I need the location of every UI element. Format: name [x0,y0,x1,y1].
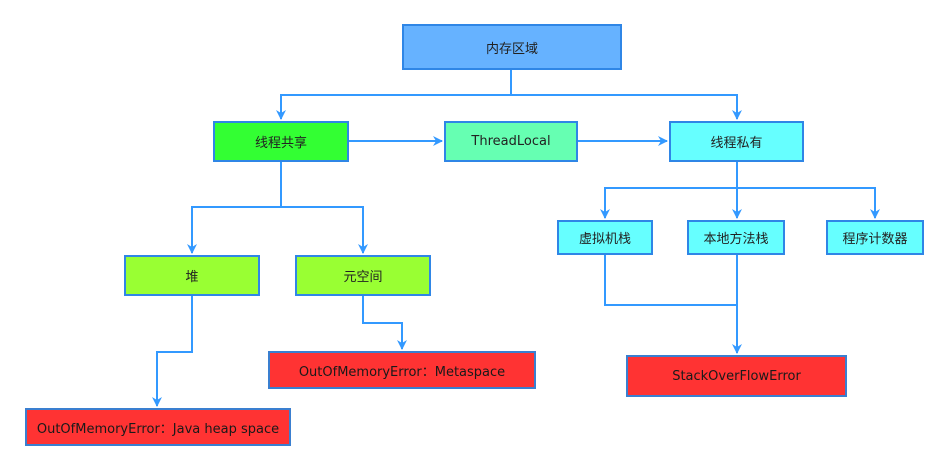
oom-heap-space-node: OutOfMemoryError：Java heap space [25,408,291,446]
stack-overflow-error-label: StackOverFlowError [672,368,801,384]
program-counter-node: 程序计数器 [826,220,924,255]
metaspace-node: 元空间 [295,255,431,296]
thread-private-node: 线程私有 [669,121,804,162]
native-method-stack-node: 本地方法栈 [687,220,785,255]
edge-root-to-shared [276,70,512,120]
program-counter-label: 程序计数器 [842,232,908,247]
stack-overflow-error-node: StackOverFlowError [626,355,847,397]
memory-area-node: 内存区域 [402,24,622,70]
thread-shared-node: 线程共享 [213,121,349,162]
threadlocal-node: ThreadLocal [444,121,578,162]
edge-shared-to-metaspace [281,206,368,254]
heap-label: 堆 [185,270,199,285]
edge-shared-to-heap [187,162,282,254]
oom-metaspace-node: OutOfMemoryError：Metaspace [268,351,536,389]
metaspace-label: 元空间 [343,270,383,285]
edge-private-to-pc [737,187,880,219]
thread-shared-label: 线程共享 [254,136,307,151]
thread-private-label: 线程私有 [710,136,763,151]
native-method-stack-label: 本地方法栈 [703,232,769,247]
vm-stack-node: 虚拟机栈 [557,220,653,255]
oom-metaspace-label: OutOfMemoryError：Metaspace [298,364,506,380]
memory-area-label: 内存区域 [485,41,538,57]
edge-heap-to-oom [152,296,193,407]
heap-node: 堆 [124,255,260,296]
threadlocal-label: ThreadLocal [471,134,551,149]
oom-heap-space-label: OutOfMemoryError：Java heap space [36,421,280,437]
edge-root-to-private [511,94,742,120]
edge-metaspace-to-oom [362,296,407,350]
edge-vmstack-to-sof [604,255,737,306]
vm-stack-label: 虚拟机栈 [578,232,631,247]
edge-private-to-vmstack [600,162,738,219]
